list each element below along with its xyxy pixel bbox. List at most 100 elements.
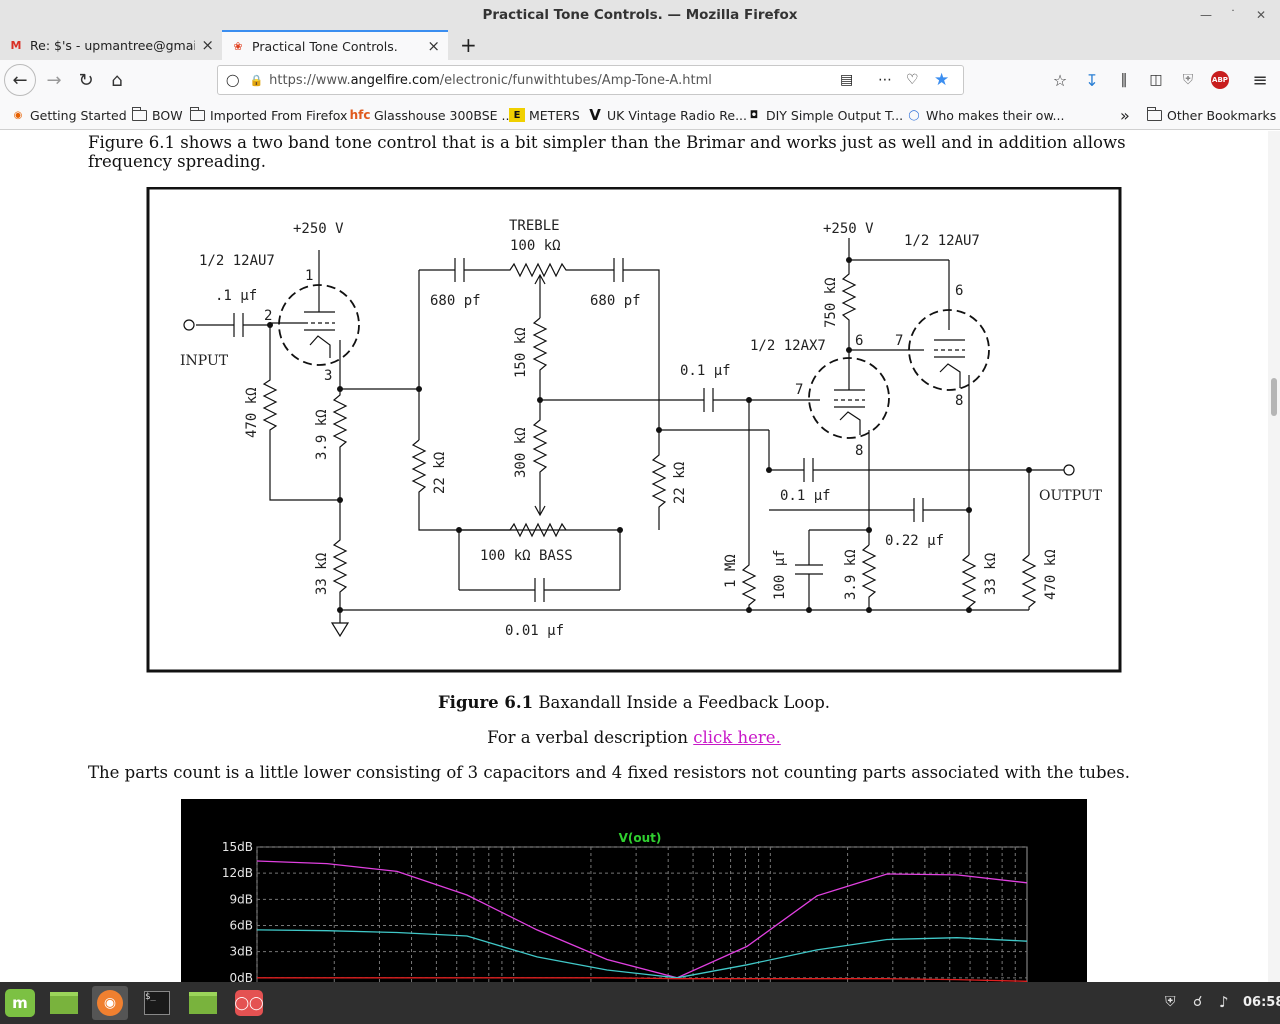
page-scrollbar[interactable] [1268, 131, 1280, 982]
clock[interactable]: 06:58 [1243, 995, 1280, 1010]
gmail-icon: M [10, 38, 22, 52]
tab-practical-tone-controls[interactable]: ❀ Practical Tone Controls. × [222, 30, 448, 60]
sidebar-icon[interactable]: ◫ [1149, 72, 1163, 88]
cap-01-a-label: 0.1 μf [680, 363, 731, 379]
folder-icon [1146, 106, 1162, 121]
bookmarks-toolbar: ◉Getting Started BOW Imported From Firef… [0, 100, 1280, 130]
pin-label: 7 [795, 382, 803, 398]
res-470-in-label: 470 kΩ [244, 387, 260, 438]
res-150-label: 150 kΩ [513, 327, 529, 378]
res-1m-label: 1 MΩ [723, 554, 739, 588]
parts-count-paragraph: The parts count is a little lower consis… [88, 763, 1131, 782]
reload-button[interactable]: ↻ [78, 69, 94, 91]
cap-680-left-label: 680 pf [430, 293, 481, 309]
verbal-description-link[interactable]: click here. [693, 728, 781, 747]
bookmark-diy-output[interactable]: ◘DIY Simple Output T... [746, 100, 903, 130]
plot-series-line [256, 860, 1028, 979]
bookmark-other-bookmarks[interactable]: Other Bookmarks [1146, 100, 1277, 130]
url-bar[interactable]: ◯ 🔒 https://www.angelfire.com/electronic… [217, 65, 964, 95]
reader-view-icon[interactable]: ▤ [840, 72, 854, 88]
tab-label: Re: $'s - upmantree@gmail.co [30, 37, 196, 53]
network-icon[interactable]: ☌ [1193, 994, 1203, 1010]
adblock-badge: ABP [1211, 71, 1229, 89]
maximize-icon[interactable]: ˙ [1230, 8, 1236, 22]
navigation-bar: ← → ↻ ⌂ ◯ 🔒 https://www.angelfire.com/el… [0, 60, 1280, 100]
tube1-label: 1/2 12AU7 [199, 253, 275, 269]
scrollbar-thumb[interactable] [1271, 378, 1277, 416]
bookmarks-overflow-chevron-icon[interactable]: » [1120, 105, 1130, 125]
y-tick-label: 9dB [230, 892, 253, 906]
adblock-icon[interactable]: ABP [1204, 64, 1236, 96]
cap-01-b-label: 0.1 μf [780, 488, 831, 504]
verbal-description: For a verbal description click here. [0, 728, 1268, 747]
bookmark-who-makes[interactable]: ◯Who makes their ow... [906, 100, 1064, 130]
shield-icon[interactable]: ◯ [226, 73, 240, 87]
res-750-label: 750 kΩ [823, 277, 839, 328]
terminal-icon[interactable]: $_ [139, 986, 175, 1020]
pin-label: 3 [324, 368, 332, 384]
y-tick-label: 12dB [222, 866, 253, 880]
caption-bold: Figure 6.1 [437, 693, 534, 712]
bookmark-folder-imported[interactable]: Imported From Firefox [189, 100, 348, 130]
url-domain: angelfire.com [350, 72, 440, 88]
plot-series-line [256, 929, 1028, 979]
files-icon[interactable] [185, 986, 221, 1020]
bookmark-star-icon[interactable]: ★ [934, 70, 950, 90]
schematic-figure: +250 V +250 V 1/2 12AU7 1/2 12AX7 1/2 12… [146, 187, 1122, 673]
bookmark-folder-bow[interactable]: BOW [131, 100, 183, 130]
window-title: Practical Tone Controls. — Mozilla Firef… [482, 7, 798, 23]
plot-series-line [257, 977, 1028, 982]
b-plus-left-label: +250 V [293, 221, 344, 237]
download-icon[interactable]: ↧ [1085, 70, 1099, 90]
page-actions-icon[interactable]: ⋯ [878, 72, 892, 88]
bookmarks-star-icon[interactable]: ☆ [1052, 70, 1068, 90]
bookmark-label: METERS [529, 107, 580, 123]
close-tab-icon[interactable]: × [427, 37, 440, 55]
page-content: Figure 6.1 shows a two band tone control… [0, 131, 1268, 982]
b-plus-right-label: +250 V [823, 221, 874, 237]
bookmark-label: Imported From Firefox [210, 107, 348, 123]
forward-button[interactable]: → [46, 69, 62, 91]
tab-gmail[interactable]: M Re: $'s - upmantree@gmail.co × [0, 30, 222, 60]
bookmark-label: Who makes their ow... [926, 107, 1065, 123]
window-titlebar: Practical Tone Controls. — Mozilla Firef… [0, 0, 1280, 30]
library-icon[interactable]: ‖ [1120, 72, 1128, 88]
minimize-icon[interactable]: — [1200, 8, 1212, 22]
shield-tray-icon[interactable]: ⛨ [1165, 994, 1176, 1010]
pin-label: 8 [955, 393, 963, 409]
res-33-b-label: 33 kΩ [983, 553, 999, 595]
glasses-app-icon[interactable]: ◯◯ [231, 986, 267, 1020]
pin-label: 2 [264, 308, 272, 324]
shield-extension-icon[interactable]: ⛨ [1182, 72, 1194, 88]
bookmark-label: UK Vintage Radio Re... [607, 107, 747, 123]
volume-icon[interactable]: ♪ [1219, 993, 1229, 1011]
verbal-prefix: For a verbal description [487, 728, 694, 747]
pin-label: 1 [305, 268, 313, 284]
res-22-b-label: 22 kΩ [672, 462, 688, 504]
pocket-icon[interactable]: ♡ [906, 72, 919, 88]
firefox-taskbar-icon[interactable]: ◉ [92, 986, 128, 1020]
output-label: OUTPUT [1039, 488, 1103, 504]
home-button[interactable]: ⌂ [111, 69, 123, 91]
bookmark-label: Getting Started [30, 107, 127, 123]
back-button[interactable]: ← [4, 64, 36, 96]
res-22-a-label: 22 kΩ [432, 452, 448, 494]
mint-menu-icon[interactable]: m [2, 986, 38, 1020]
intro-line-2: frequency spreading. [88, 152, 266, 171]
bookmark-label: Other Bookmarks [1167, 107, 1277, 123]
close-window-icon[interactable]: ✕ [1256, 8, 1267, 22]
intro-paragraph: Figure 6.1 shows a two band tone control… [88, 133, 1218, 171]
lock-icon[interactable]: 🔒 [249, 73, 264, 87]
url-text[interactable]: https://www.angelfire.com/electronic/fun… [269, 73, 712, 88]
bookmark-getting-started[interactable]: ◉Getting Started [10, 100, 127, 130]
cap-100-label: 100 μf [772, 549, 788, 600]
close-tab-icon[interactable]: × [201, 36, 214, 54]
show-desktop-icon[interactable] [46, 986, 82, 1020]
new-tab-button[interactable]: + [460, 33, 477, 57]
hamburger-menu-icon[interactable]: ≡ [1252, 69, 1268, 91]
cap-022-label: 0.22 μf [885, 533, 944, 549]
